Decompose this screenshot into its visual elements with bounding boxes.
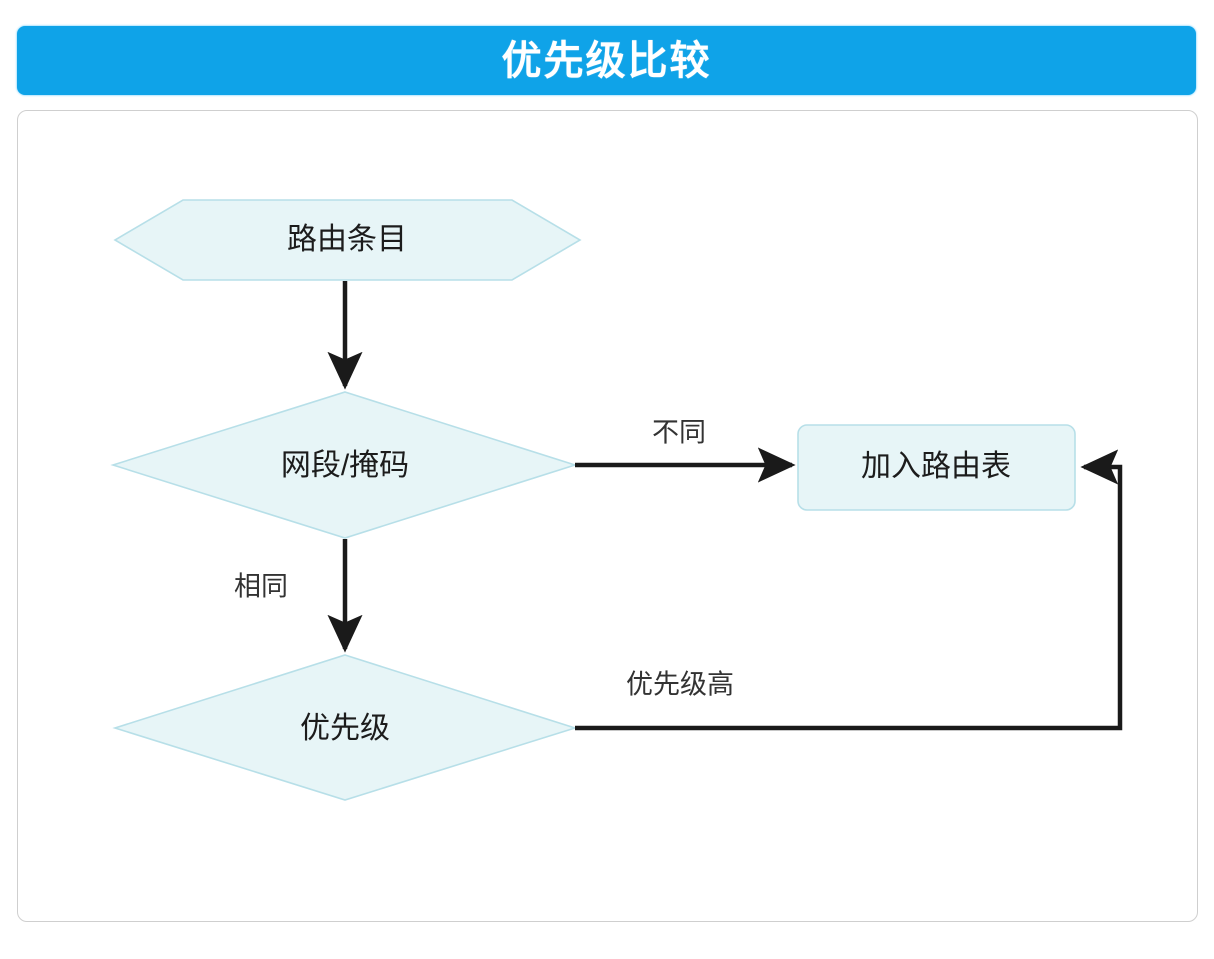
node-route-entry[interactable] — [113, 199, 582, 281]
node-subnet-mask[interactable] — [110, 391, 578, 539]
edge-label-different: 不同 — [652, 417, 706, 448]
node-priority[interactable] — [112, 654, 578, 801]
page-title-bar: 优先级比较 — [17, 26, 1196, 95]
edge-label-same: 相同 — [234, 571, 288, 602]
edge-label-higher-priority: 优先级高 — [626, 669, 734, 700]
node-add-route-table[interactable] — [797, 424, 1076, 511]
edge-priority-to-add-route-table — [575, 449, 1123, 731]
page-title: 优先级比较 — [501, 38, 712, 83]
